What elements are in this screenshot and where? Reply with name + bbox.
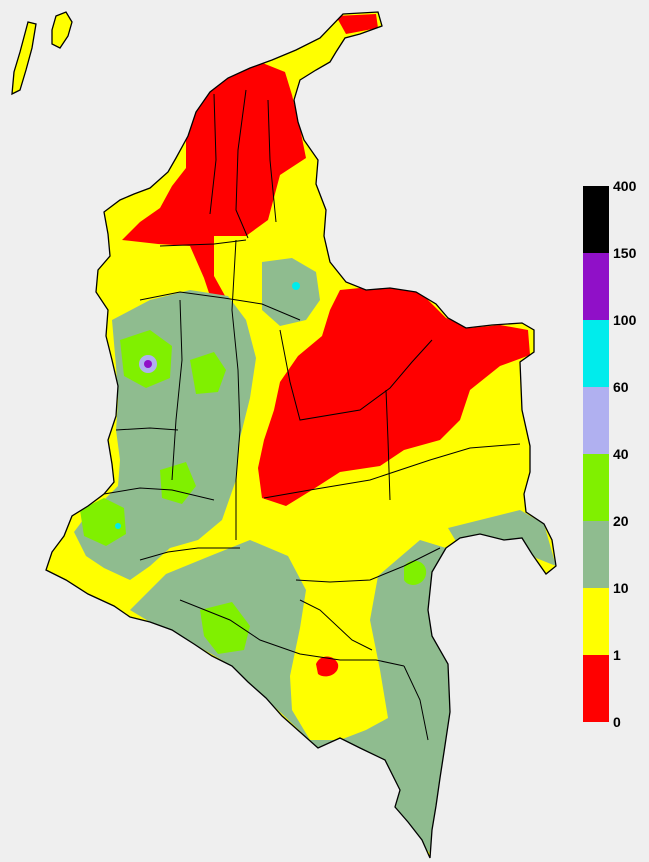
island-providencia [51,11,73,49]
zone-0-1-north [122,62,306,314]
zone-20-40-c [190,352,226,394]
legend-tick-label: 40 [613,446,629,462]
zone-10-20-south [130,540,450,856]
legend-swatch-100-150 [583,253,609,320]
legend-tick-label: 150 [613,245,637,261]
legend-color-bar [583,186,609,722]
zone-10-20-northeast [262,258,320,326]
legend-swatch-40-60 [583,387,609,454]
legend-tick-label: 1 [613,647,621,663]
zone-20-40-d [200,602,250,654]
zone-0-1-llanos [258,286,530,506]
legend-tick-label: 400 [613,178,637,194]
zone-20-40-f [404,560,427,585]
department-borders [103,89,521,741]
zone-60-100-spot [292,282,300,290]
legend-tick-label: 20 [613,513,629,529]
zone-0-1-spot [316,656,339,677]
legend-tick-label: 100 [613,312,637,328]
legend-swatch-150-400 [583,186,609,253]
zone-100-150-spot [144,360,152,368]
legend-swatch-1-10 [583,588,609,655]
legend-swatch-20-40 [583,454,609,521]
zone-0-1-guajira [336,14,378,34]
legend-swatch-0-1 [583,655,609,722]
legend-tick-label: 60 [613,379,629,395]
zone-20-40-b [80,498,126,546]
island-san-andres [11,21,37,96]
legend-swatch-10-20 [583,521,609,588]
legend-swatch-60-100 [583,320,609,387]
legend-tick-label: 0 [613,714,621,730]
country-outline [45,11,557,859]
zone-10-20-east [448,510,556,566]
zone-60-100-spot-2 [115,523,121,529]
legend-tick-label: 10 [613,580,629,596]
